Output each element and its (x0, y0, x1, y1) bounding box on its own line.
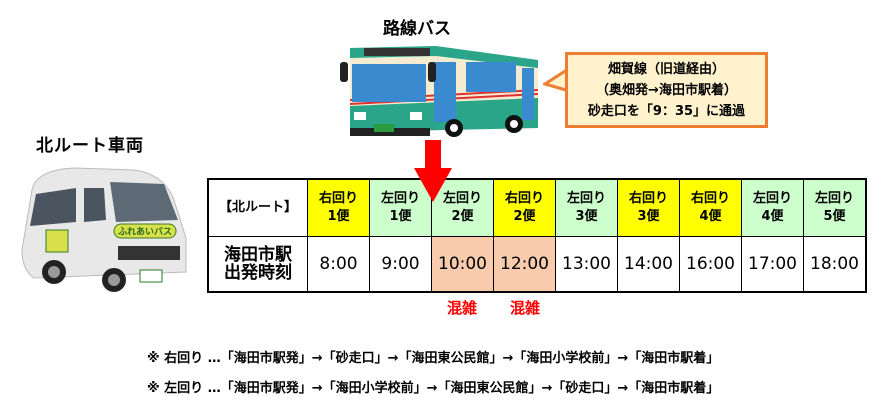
departure-time-congested: 12:00 (493, 236, 556, 293)
route-bus-title: 路線バス (383, 19, 451, 39)
van-photo: ふれあいバス (21, 167, 187, 292)
vehicle-title: 北ルート車両 (36, 136, 144, 156)
note-left-loop: ※ 左回り …「海田市駅発」→「海田小学校前」→「海田東公民館」→「砂走口」→「… (147, 381, 720, 396)
departure-time: 14:00 (617, 236, 680, 293)
route-bus-illustration (340, 46, 539, 137)
note-right-loop: ※ 右回り …「海田市駅発」→「砂走口」→「海田東公民館」→「海田小学校前」→「… (147, 351, 720, 366)
van-label: ふれあいバス (118, 227, 172, 238)
departure-time: 8:00 (307, 236, 370, 293)
departure-time-congested: 10:00 (431, 236, 494, 293)
route-bus-callout: 畑賀線（旧道経由） （奥畑発→海田市駅着） 砂走口を「9：35」に通過 (565, 52, 768, 128)
departure-time: 13:00 (555, 236, 618, 293)
congestion-label: 混雑 (510, 299, 541, 317)
callout-line-3: 砂走口を「9：35」に通過 (587, 103, 746, 119)
departure-time: 9:00 (369, 236, 432, 293)
route-label: 【北ルート】 (207, 178, 308, 237)
callout-line-2: （奥畑発→海田市駅着） (596, 82, 737, 98)
departure-time: 17:00 (741, 236, 804, 293)
congestion-label: 混雑 (447, 299, 478, 317)
departure-time: 16:00 (679, 236, 742, 293)
departure-row-label: 海田市駅出発時刻 (207, 236, 308, 293)
timetable-times-row: 海田市駅出発時刻 8:00 9:00 10:00 12:00 13:00 14:… (207, 236, 867, 293)
callout-line-1: 畑賀線（旧道経由） (607, 61, 725, 77)
down-arrow-icon (414, 140, 452, 202)
departure-time: 18:00 (803, 236, 867, 293)
